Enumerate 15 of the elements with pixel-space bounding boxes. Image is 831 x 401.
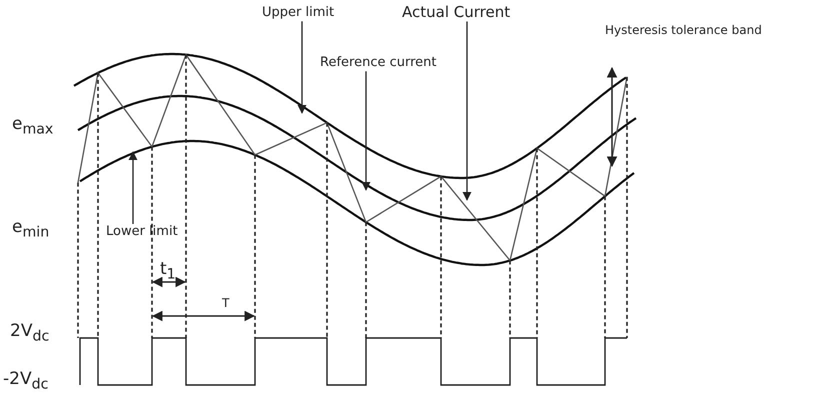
time-label: t$_{1}$ (160, 260, 176, 283)
leader-line (297, 21, 307, 114)
axis-label: e$_{max}$ (12, 115, 54, 138)
callout-label: Lower limit (106, 225, 178, 240)
level-label: 2V$_{dc}$ (10, 322, 50, 345)
leader-line (128, 151, 138, 224)
callout-label: Upper limit (262, 6, 334, 20)
level-label: -2V$_{dc}$ (3, 370, 48, 393)
time-label: T (222, 297, 230, 310)
leader-line (361, 71, 371, 191)
leader-line (462, 22, 472, 201)
callout-label: Actual Current (402, 4, 510, 20)
axis-label: e$_{min}$ (12, 218, 50, 241)
callout-label: Reference current (320, 56, 436, 70)
callout-label: Hysteresis tolerance band (605, 24, 762, 38)
